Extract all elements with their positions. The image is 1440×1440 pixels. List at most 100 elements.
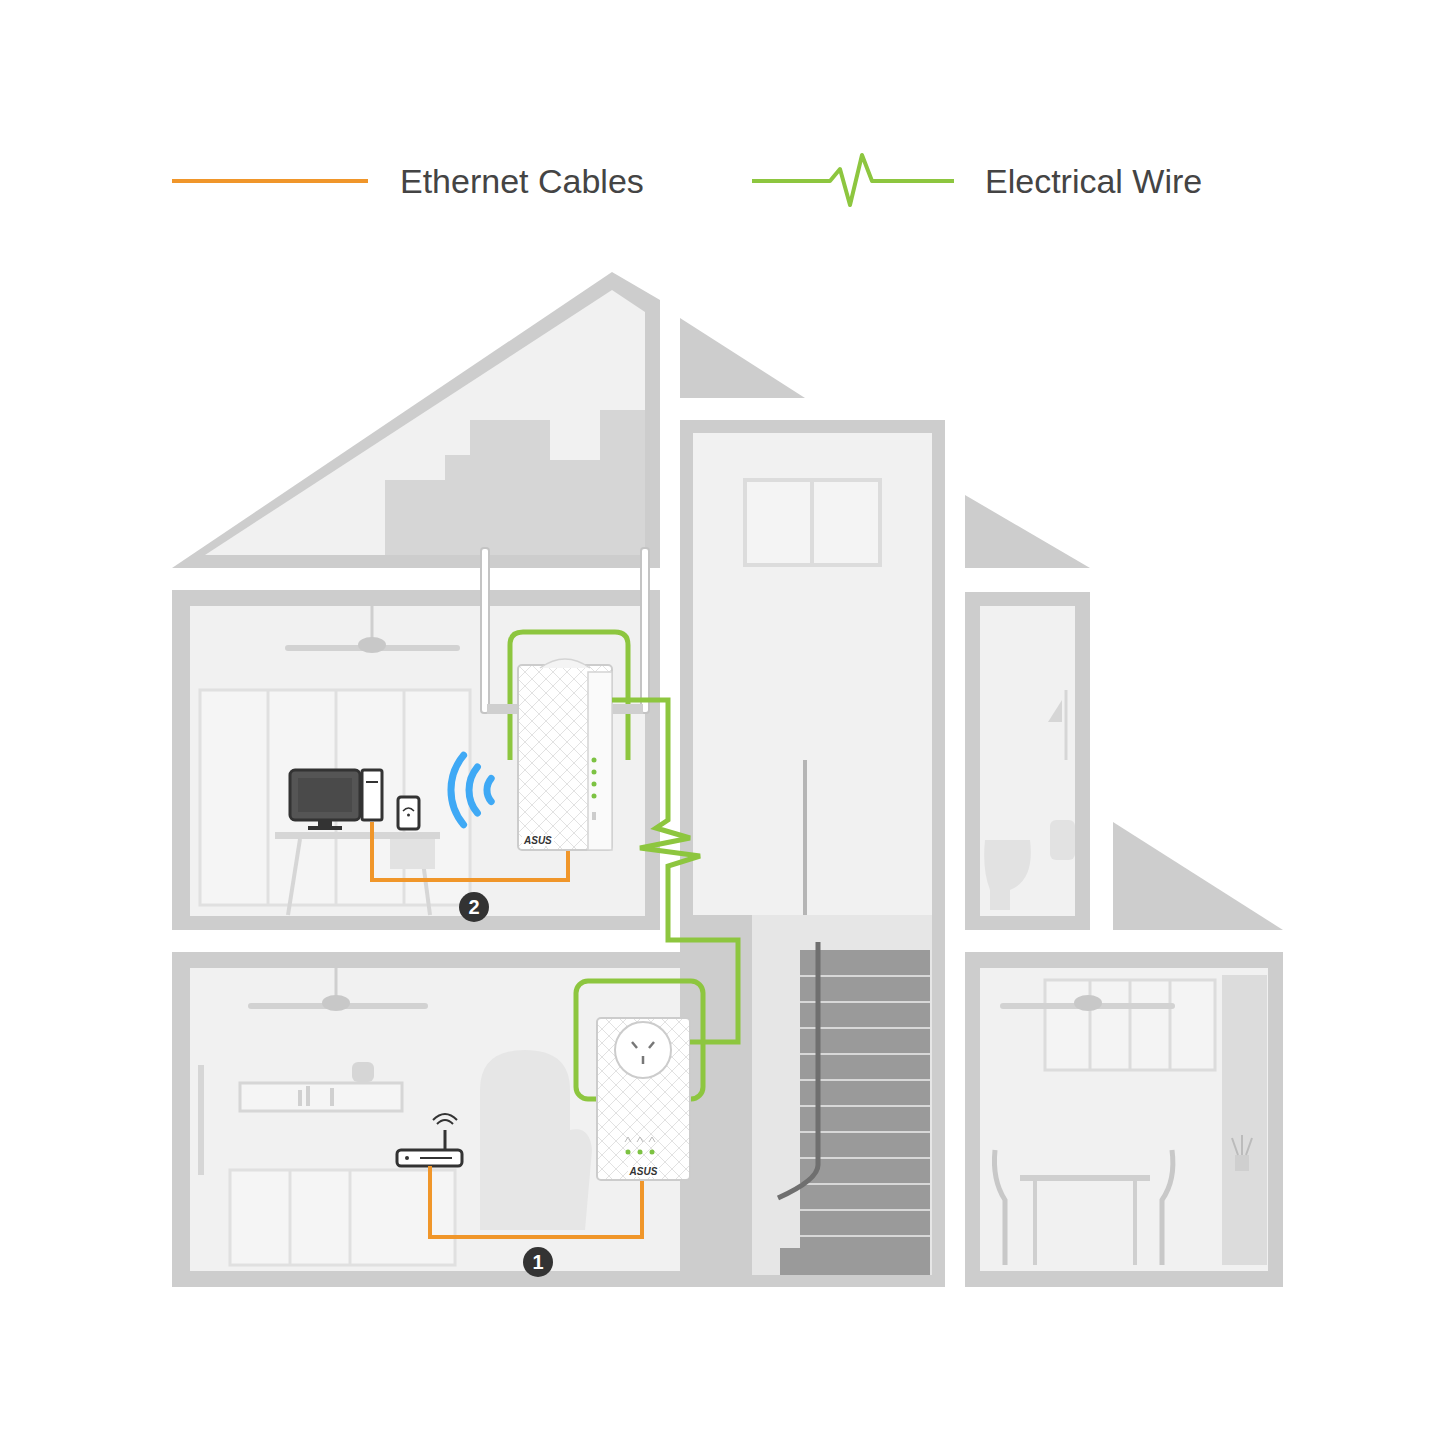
- stair-tower: [780, 1248, 810, 1275]
- lower-room: [335, 968, 338, 998]
- right-rooms: [1169, 980, 1172, 1070]
- callout-number: 2: [468, 897, 479, 917]
- attic: [172, 272, 660, 568]
- passthrough-powerline-adapter: [597, 1018, 690, 1180]
- stair-tower: [680, 420, 945, 1287]
- wifi-powerline-adapter: [612, 704, 643, 714]
- right-rooms: [1235, 1155, 1249, 1171]
- lower-room: [172, 952, 730, 1287]
- router: [437, 1120, 453, 1124]
- router: [444, 1130, 447, 1150]
- wifi-waves: [451, 755, 491, 824]
- right-rooms: [1089, 980, 1092, 1070]
- wifi-waves: [451, 755, 464, 824]
- stair-tower: [810, 480, 814, 565]
- computer-desk: [407, 814, 410, 817]
- legend-label: Ethernet Cables: [400, 161, 644, 202]
- upper-room: [172, 590, 660, 930]
- wifi-powerline-adapter: [592, 758, 597, 763]
- passthrough-powerline-adapter: [597, 1018, 690, 1180]
- right-rooms: [984, 840, 1031, 910]
- lower-room: [322, 995, 350, 1011]
- passthrough-powerline-adapter: [632, 1042, 637, 1048]
- right-rooms: [1232, 1135, 1252, 1155]
- right-rooms: [1162, 1150, 1173, 1265]
- lower-room: [352, 1062, 374, 1082]
- computer-desk: [403, 808, 414, 811]
- wifi-waves: [469, 767, 477, 813]
- wifi-powerline-adapter: [592, 770, 597, 775]
- lower-room: [230, 1170, 455, 1265]
- router: [405, 1156, 409, 1160]
- right-rooms: [1074, 995, 1102, 1011]
- legend-swatch: [752, 151, 954, 211]
- stair-tower: [803, 760, 807, 915]
- right-rooms: [980, 968, 1268, 1271]
- attic: [205, 290, 645, 555]
- lower-room: [330, 1088, 334, 1106]
- passthrough-powerline-adapter: [649, 1042, 654, 1048]
- stair-tower: [800, 1209, 930, 1211]
- computer-desk: [362, 770, 382, 820]
- computer-desk: [298, 778, 352, 812]
- stair-tower: [800, 1235, 930, 1237]
- passthrough-powerline-adapter: [625, 1137, 655, 1142]
- passthrough-powerline-adapter: [626, 1150, 631, 1155]
- legend-label: Electrical Wire: [985, 161, 1202, 202]
- upper-room: [267, 690, 270, 905]
- callout-badge: 1: [523, 1247, 553, 1277]
- lower-room: [240, 1083, 402, 1111]
- wifi-waves: [487, 778, 491, 801]
- right-rooms: [965, 592, 1090, 930]
- passthrough-powerline-adapter: [638, 1150, 643, 1155]
- passthrough-powerline-adapter: [615, 1022, 671, 1078]
- upper-room: [358, 637, 386, 653]
- router: [420, 1157, 452, 1159]
- wifi-powerline-adapter: [588, 672, 612, 850]
- right-rooms: [1033, 1181, 1037, 1265]
- wifi-powerline-adapter: [592, 782, 597, 787]
- right-rooms: [1129, 980, 1132, 1070]
- brand-label: ASUS: [628, 1166, 660, 1178]
- lower-room: [198, 1065, 204, 1175]
- wifi-powerline-adapter: [540, 659, 590, 668]
- computer-desk: [275, 832, 440, 839]
- computer-desk: [290, 770, 360, 820]
- powerline-adapter: ASUS: [518, 665, 612, 850]
- passthrough-powerline-adapter: [642, 1056, 645, 1064]
- lower-room: [306, 1086, 310, 1106]
- right-rooms: [1222, 975, 1267, 1265]
- lower-room: [289, 1170, 292, 1265]
- right-rooms: [1048, 700, 1062, 722]
- wifi-powerline-adapter: [592, 812, 596, 820]
- lower-room: [172, 952, 730, 1287]
- computer-desk: [390, 839, 435, 869]
- upper-room: [190, 606, 645, 916]
- computer-desk: [366, 781, 378, 783]
- electrical-wire-sample: [752, 155, 954, 205]
- callout-number: 1: [532, 1252, 543, 1272]
- right-rooms: [1113, 822, 1283, 930]
- right-rooms: [965, 495, 1090, 568]
- callout-badge: 2: [459, 892, 489, 922]
- upper-room: [371, 606, 374, 640]
- router: [433, 1114, 457, 1120]
- right-rooms: [980, 606, 1075, 916]
- wifi-powerline-adapter: [487, 704, 518, 714]
- router: [397, 1150, 462, 1166]
- computer-desk: [275, 770, 440, 915]
- lower-room: [190, 968, 715, 1271]
- electrical-wire: [612, 700, 738, 1042]
- wifi-powerline-adapter: [641, 548, 649, 713]
- stair-tower: [680, 318, 945, 1287]
- lower-room: [349, 1170, 352, 1265]
- passthrough-powerline-adapter: [650, 1150, 655, 1155]
- legend-swatch: [172, 151, 368, 211]
- lower-room: [298, 1090, 302, 1106]
- attic: [385, 410, 645, 555]
- right-rooms: [1133, 1181, 1137, 1265]
- router: [397, 1114, 462, 1166]
- right-rooms: [994, 1150, 1005, 1265]
- right-rooms: [1065, 690, 1068, 760]
